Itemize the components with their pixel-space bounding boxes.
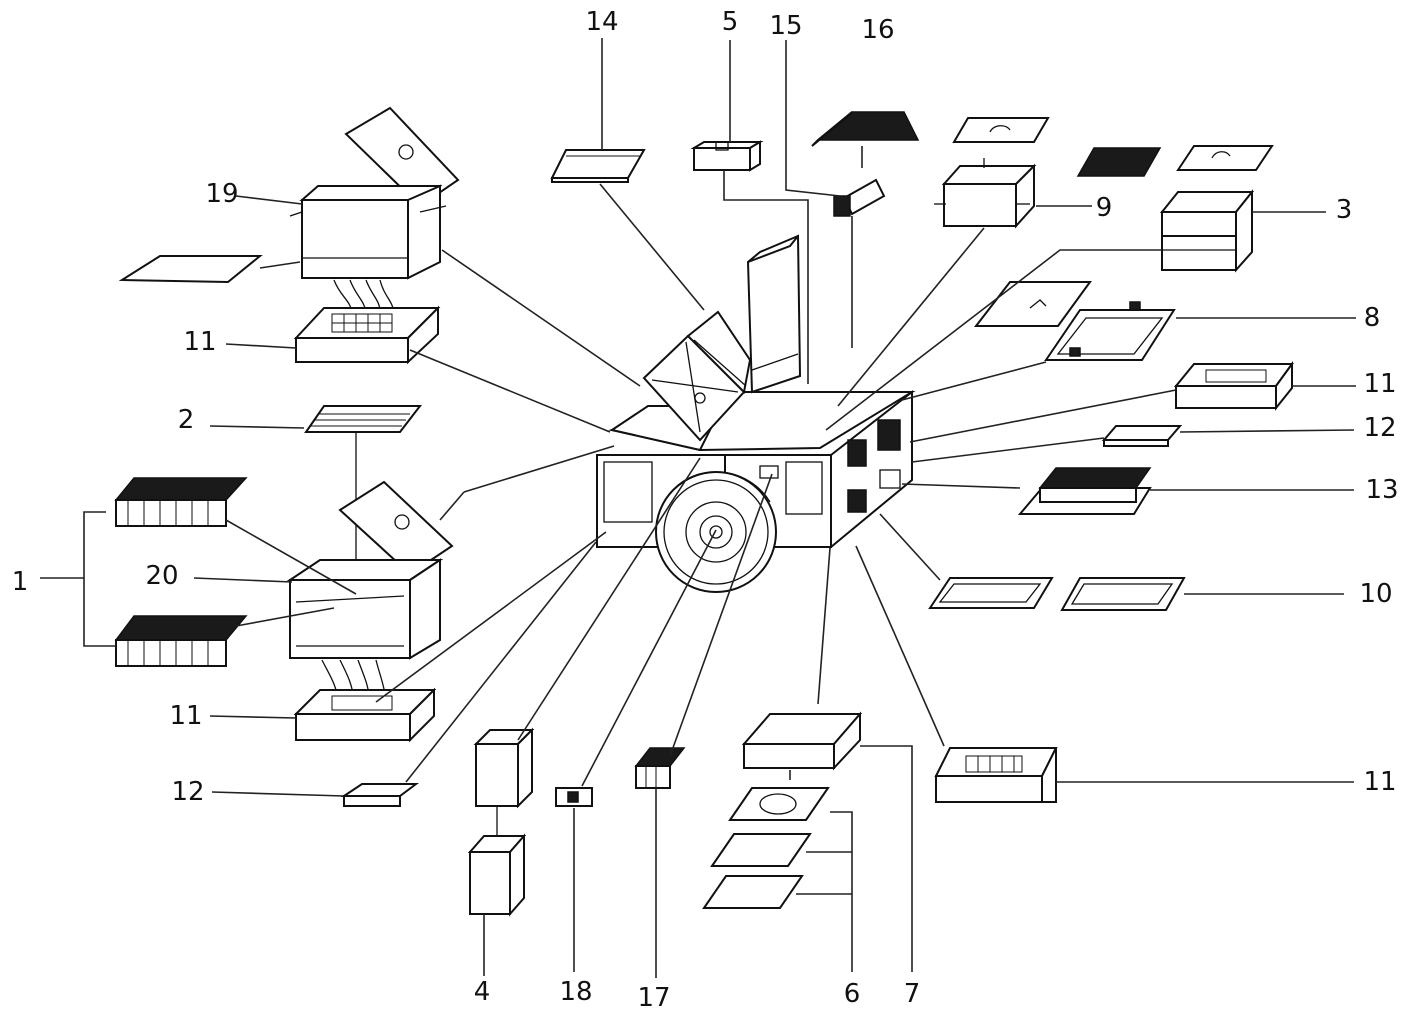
- leader-lines: [40, 38, 1356, 978]
- perforated-plate-2: [304, 405, 423, 433]
- part-9-chip: [1076, 147, 1162, 177]
- part-16-plate: [811, 111, 920, 147]
- callout-5: 5: [722, 7, 739, 37]
- assembly-19-box: [289, 106, 460, 280]
- part-12-right: [1101, 425, 1183, 447]
- part-6-plates: [702, 787, 830, 909]
- part-3-lid: [1176, 145, 1274, 171]
- central-machine-body: [596, 234, 916, 593]
- keypad-11-top: [293, 305, 441, 365]
- part-17-block: [634, 747, 686, 789]
- callout-20: 20: [145, 561, 178, 591]
- part-9-box: [934, 158, 1037, 229]
- callout-8: 8: [1364, 303, 1381, 333]
- part-3-box: [1159, 189, 1255, 273]
- callout-15: 15: [769, 11, 802, 41]
- callout-10: 10: [1359, 579, 1392, 609]
- part-5-box: [690, 140, 764, 172]
- part-10-tray-a: [928, 577, 1054, 609]
- callout-labels: 14 5 15 16 9 3 8 11 12 13 10 11 19 11 2 …: [12, 7, 1399, 1011]
- callout-11-left-top: 11: [183, 327, 216, 357]
- callout-11-left-bottom: 11: [169, 701, 202, 731]
- callout-7: 7: [904, 979, 921, 1009]
- part-4-upper: [473, 727, 535, 809]
- callout-4: 4: [474, 977, 491, 1007]
- keypad-11-bottom: [293, 687, 437, 743]
- keypad-11-right-lower: [934, 747, 1058, 803]
- part-10-tray-b: [1060, 577, 1186, 611]
- part-9-lid: [952, 117, 1050, 143]
- callout-12-right: 12: [1363, 413, 1396, 443]
- callout-16: 16: [861, 15, 894, 45]
- callout-1: 1: [12, 567, 29, 597]
- callout-17: 17: [637, 983, 670, 1011]
- rack-1-upper: [114, 477, 248, 527]
- callout-6: 6: [844, 979, 861, 1009]
- part-13-module: [1017, 467, 1152, 515]
- callout-2: 2: [178, 405, 195, 435]
- callout-13: 13: [1365, 475, 1398, 505]
- keypad-11-right-upper: [1173, 360, 1294, 411]
- callout-18: 18: [559, 977, 592, 1007]
- part-15-clip: [833, 178, 886, 217]
- tray-12-left: [340, 783, 419, 807]
- part-8-frame: [1044, 301, 1176, 361]
- callout-3: 3: [1336, 195, 1353, 225]
- callout-11-right-lower: 11: [1363, 767, 1396, 797]
- assembly-20-box: [286, 480, 454, 660]
- part-7-box: [741, 711, 863, 771]
- tray-plate-left-top: [118, 255, 263, 284]
- callout-11-right-upper: 11: [1363, 369, 1396, 399]
- callout-12-left: 12: [171, 777, 204, 807]
- callout-14: 14: [585, 7, 618, 37]
- rack-1-lower: [114, 615, 248, 667]
- part-18-clip: [555, 787, 593, 807]
- callout-9: 9: [1096, 193, 1113, 223]
- part-4-lower: [467, 833, 527, 917]
- callout-19: 19: [205, 179, 238, 209]
- part-14-tray: [550, 149, 646, 183]
